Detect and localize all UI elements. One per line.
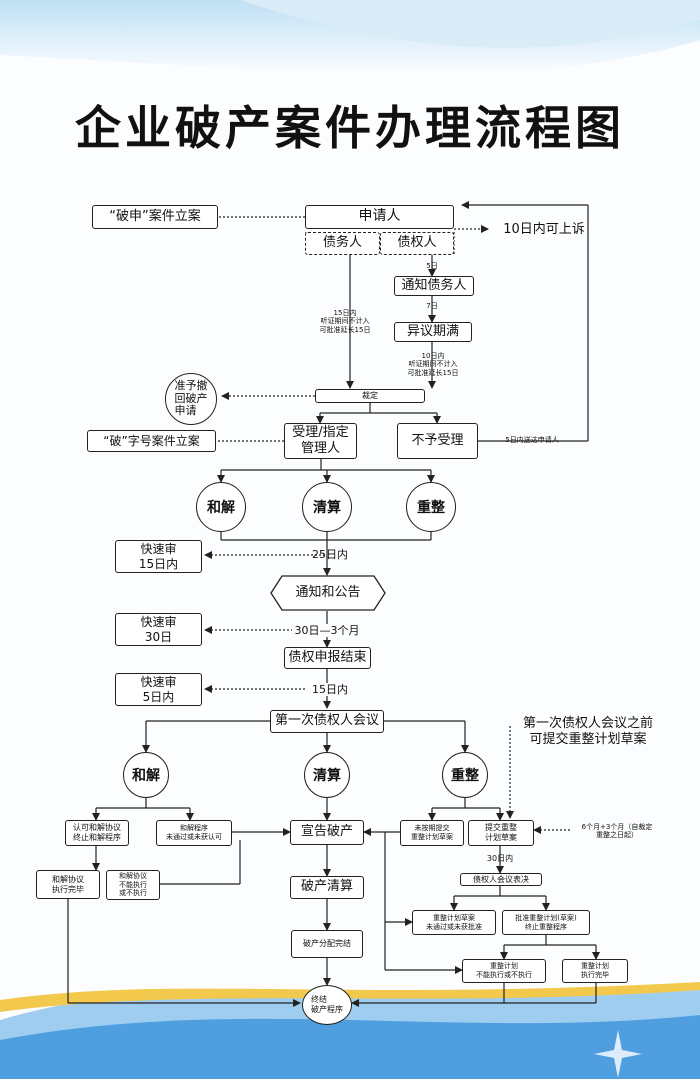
label-30-days: 30日内 — [486, 854, 514, 863]
reorganization-circle: 重整 — [406, 482, 456, 532]
notice-label: 通知和公告 — [295, 585, 361, 600]
bankruptcy-liquidation-box: 破产清算 — [290, 876, 364, 899]
label-5-days-send: 5日内送达申请人 — [505, 436, 559, 444]
first-creditors-meeting-box: 第一次债权人会议 — [270, 710, 384, 733]
accept-appoint-admin-box: 受理/指定 管理人 — [284, 423, 357, 459]
pre-meeting-plan-note: 第一次债权人会议之前 可提交重整计划草案 — [522, 716, 653, 747]
settlement-circle: 和解 — [196, 482, 246, 532]
liquidation-circle-2: 清算 — [304, 752, 350, 798]
objection-period-box: 异议期满 — [394, 322, 472, 342]
label-25-days: 25日内 — [312, 548, 348, 561]
liquidation-circle: 清算 — [302, 482, 352, 532]
label-5-days: 5日 — [426, 262, 438, 270]
agreement-failed-box: 和解程序 未通过或未获认可 — [156, 820, 232, 846]
late-plan-box: 未按期提交 重整计划草案 — [400, 820, 464, 846]
fast-review-30-box: 快速审 30日 — [115, 613, 202, 646]
agreement-breach-box: 和解协议 不能执行 或不执行 — [106, 870, 160, 900]
distribution-done-box: 破产分配完结 — [291, 930, 363, 958]
case-filing-box: “破申”案件立案 — [92, 205, 218, 229]
label-10-days-hearing: 10日内 听证期间不计入 可批准延长15日 — [407, 352, 459, 377]
reject-box: 不予受理 — [397, 423, 478, 459]
label-30-days-3-months: 30日—3个月 — [292, 624, 362, 638]
debtor-box: 债务人 — [305, 232, 380, 255]
notify-debtor-box: 通知债务人 — [394, 276, 474, 296]
creditor-box: 债权人 — [380, 232, 454, 255]
withdraw-application-node: 准予撤 回破产 申请 — [165, 373, 217, 425]
claims-end-box: 债权申报结束 — [284, 647, 371, 669]
plan-completed-box: 重整计划 执行完毕 — [562, 959, 628, 983]
ruling-box: 裁定 — [315, 389, 425, 403]
plan-failed-box: 重整计划草案 未通过或未获批准 — [412, 910, 496, 935]
page-title: 企业破产案件办理流程图 — [75, 101, 625, 155]
plan-approved-box: 批准重整计划(草案) 终止重整程序 — [502, 910, 590, 935]
declare-bankruptcy-box: 宣告破产 — [290, 820, 364, 845]
fast-review-5-box: 快速审 5日内 — [115, 673, 202, 706]
creditors-vote-box: 债权人会议表决 — [460, 873, 542, 886]
submit-plan-box: 提交重整 计划草案 — [468, 820, 534, 846]
case-number-box: “破”字号案件立案 — [87, 430, 216, 452]
appeal-label: 10日内可上诉 — [503, 222, 585, 237]
label-7-days: 7日 — [426, 302, 438, 310]
plan-breach-box: 重整计划 不能执行或不执行 — [462, 959, 546, 983]
label-15-days: 15日内 — [306, 683, 354, 697]
notice-hexagon — [270, 575, 386, 611]
fast-review-15-box: 快速审 15日内 — [115, 540, 202, 573]
approve-agreement-box: 认可和解协议 终止和解程序 — [65, 820, 129, 846]
applicant-box: 申请人 — [305, 205, 454, 229]
plan-period-note: 6个月+3个月（自裁定 重整之日起） — [581, 823, 653, 840]
label-15-days-hearing: 15日内 听证期间不计入 可批准延长15日 — [319, 309, 371, 334]
agreement-completed-box: 和解协议 执行完毕 — [36, 870, 100, 899]
reorganization-circle-2: 重整 — [442, 752, 488, 798]
terminate-bankruptcy-node: 终结 破产程序 — [302, 985, 352, 1025]
settlement-circle-2: 和解 — [123, 752, 169, 798]
